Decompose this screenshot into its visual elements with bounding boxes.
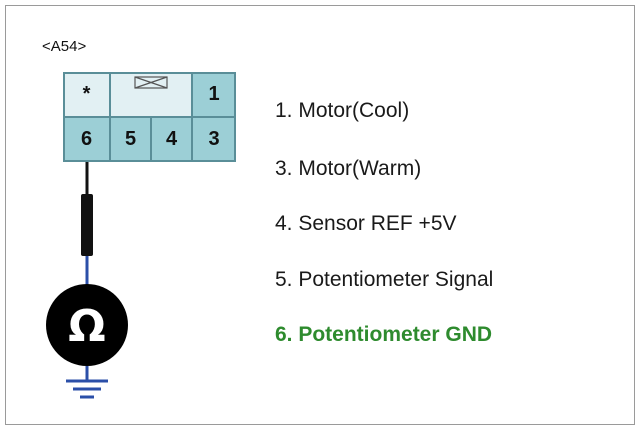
legend-item-pin-4: 4. Sensor REF +5V	[275, 212, 457, 235]
ohm-symbol: Ω	[68, 301, 105, 352]
blank-cavity-marker-icon	[134, 76, 168, 89]
legend-item-pin-6: 6. Potentiometer GND	[275, 323, 493, 346]
connector-pin-4: 4	[151, 117, 192, 162]
ohmmeter-icon	[46, 284, 128, 366]
ground-icon	[66, 379, 108, 399]
legend-item-pin-5: 5. Potentiometer Signal	[275, 268, 494, 291]
legend-item-pin-3: 3. Motor(Warm)	[275, 157, 422, 180]
probe-tip	[81, 194, 93, 256]
connector-pin-5: 5	[110, 117, 151, 162]
legend-item-pin-1: 1. Motor(Cool)	[275, 99, 410, 122]
connector-label: <A54>	[42, 38, 87, 55]
connector-pin-3: 3	[192, 117, 236, 162]
connector-pin-6: 6	[63, 117, 110, 162]
connector-outline	[63, 72, 236, 162]
